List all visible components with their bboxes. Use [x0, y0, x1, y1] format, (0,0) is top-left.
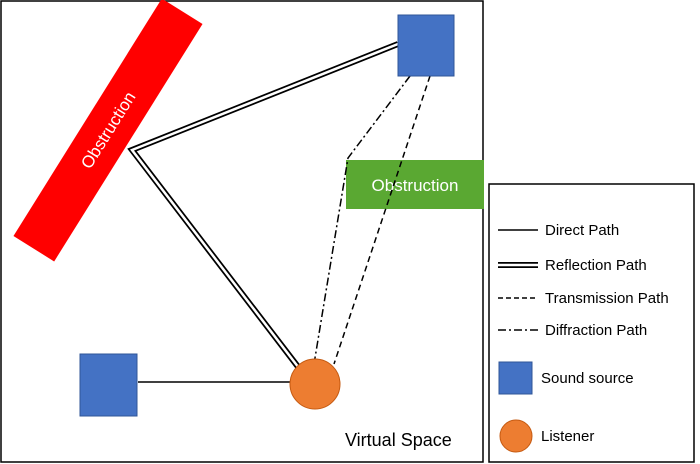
legend-direct-label: Direct Path: [545, 222, 619, 239]
legend-listener-label: Listener: [541, 428, 594, 445]
sound-source-bottom: [79, 353, 138, 417]
red-obstruction-rect: [13, 0, 203, 262]
legend-listener-swatch: [499, 419, 533, 453]
sound-source-top: [397, 14, 455, 77]
reflection-path: [127, 41, 400, 374]
green-obstruction: [346, 160, 484, 209]
virtual-space-label: Virtual Space: [345, 430, 452, 450]
legend-source-swatch: [498, 361, 533, 395]
legend-transmission-label: Transmission Path: [545, 290, 669, 307]
legend-diffraction-label: Diffraction Path: [545, 322, 647, 339]
listener-circle: [289, 358, 341, 410]
transmission-path-line: [333, 75, 431, 365]
legend-reflection-label: Reflection Path: [545, 257, 647, 274]
green-obstruction-label: Obstruction: [372, 176, 459, 195]
diffraction-path-line: [313, 75, 411, 365]
virtual-space-frame: [0, 0, 484, 463]
legend-source-label: Sound source: [541, 370, 634, 387]
